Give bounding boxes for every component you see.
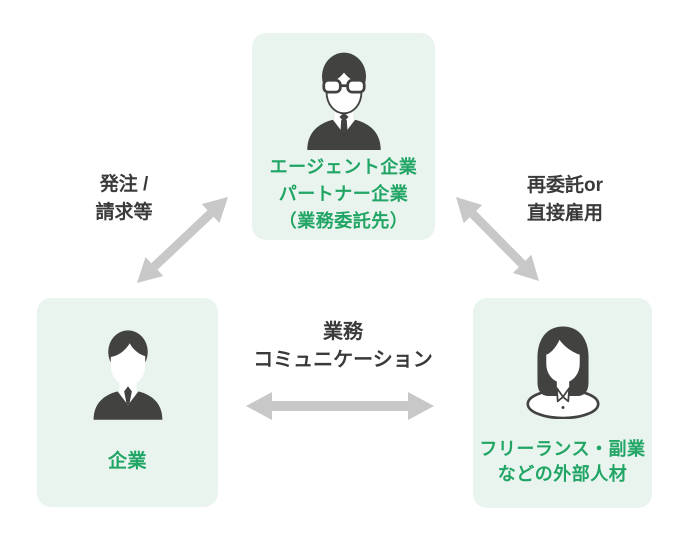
arrow-company-freelance [246,392,434,420]
edge-label-line: 発注 / [99,174,149,195]
node-label-line: パートナー企業 [278,184,409,204]
node-label-line: エージェント企業 [269,157,418,177]
node-label-freelance: フリーランス・副業 などの外部人材 [479,437,645,487]
edge-label-line: 直接雇用 [526,203,603,224]
node-company: 企業 [37,298,218,507]
businessman-glasses-icon [306,52,381,150]
node-label-line: フリーランス・副業 [479,439,646,459]
businessman-icon [93,330,162,420]
edge-label-line: コミュニケーション [253,349,433,371]
node-label-line: などの外部人材 [497,464,628,484]
edge-label-business-communication: 業務 コミュニケーション [243,318,443,374]
edge-label-line: 再委託or [526,175,603,196]
node-agent-partner-company: エージェント企業 パートナー企業 （業務委託先） [252,33,435,240]
node-label-line: 企業 [107,451,147,472]
node-label-agent: エージェント企業 パートナー企業 （業務委託先） [270,154,418,235]
node-freelance: フリーランス・副業 などの外部人材 [473,298,652,508]
node-label-company: 企業 [108,448,147,475]
businesswoman-icon [525,326,600,419]
edge-label-line: 請求等 [95,202,153,223]
edge-label-order-billing: 発注 / 請求等 [44,171,204,227]
edge-label-recommission-or-hire: 再委託or 直接雇用 [485,172,645,228]
edge-label-line: 業務 [323,321,363,343]
node-label-line: （業務委託先） [278,211,409,231]
